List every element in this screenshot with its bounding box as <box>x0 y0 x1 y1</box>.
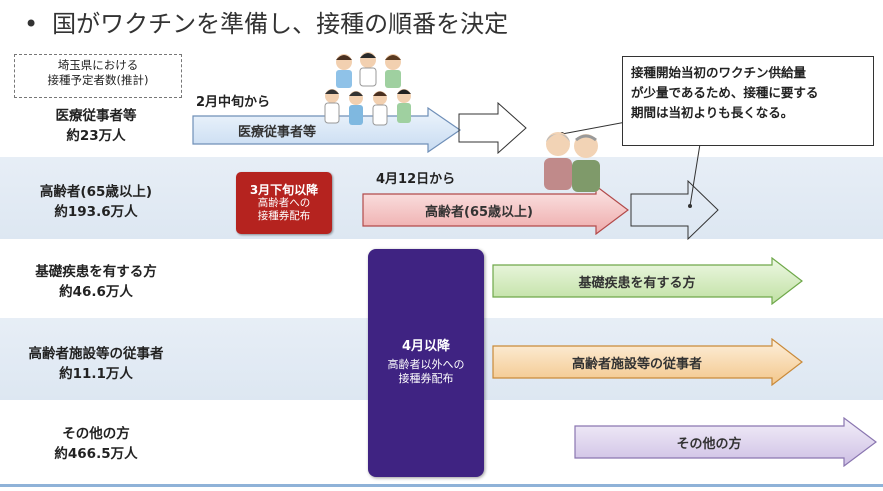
legend-line-1: 埼玉県における <box>57 58 139 72</box>
others-arrow-label: その他の方 <box>676 436 742 452</box>
elderly-figures <box>544 132 600 192</box>
phase-medical-start: 2月中旬から <box>196 95 271 110</box>
group-elderly-name: 高齢者(65歳以上) <box>39 184 153 200</box>
medical-staff-illustration <box>324 52 411 126</box>
medical-continuation-shape <box>458 102 527 154</box>
medical-arrow-continuation <box>458 102 528 154</box>
callout-line-3: 期間は当初よりも長くなる。 <box>631 105 794 120</box>
elderly-arrow-shape <box>362 185 629 235</box>
non-elderly-ticket-line-2: 接種券配布 <box>398 372 454 385</box>
group-others-count: 約466.5万人 <box>54 446 138 462</box>
non-elderly-ticket-line-1: 高齢者以外への <box>387 358 465 371</box>
elderly-ticket-line-1: 高齢者への <box>257 196 311 209</box>
title-bullet: • <box>24 10 39 38</box>
callout-pointer-line-top <box>561 121 627 135</box>
callout-pointer-line-bottom <box>689 143 701 207</box>
elderly-ticket-line-2: 接種券配布 <box>257 209 311 222</box>
medical-staff-figures <box>324 52 411 126</box>
elderly-couple-illustration <box>544 132 600 192</box>
group-medical-name: 医療従事者等 <box>55 108 137 124</box>
facility-arrow-label: 高齢者施設等の従事者 <box>571 356 702 372</box>
non-elderly-ticket-box: 4月以降 高齢者以外への 接種券配布 <box>368 249 484 477</box>
elderly-arrow: 高齢者(65歳以上) <box>362 185 630 235</box>
group-elderly: 高齢者(65歳以上) 約193.6万人 <box>6 182 186 222</box>
group-medical-count: 約23万人 <box>66 128 126 144</box>
legend-line-2: 接種予定者数(推計) <box>47 73 149 87</box>
callout-line-2: が少量であるため、接種に要する <box>631 85 819 100</box>
facility-arrow: 高齢者施設等の従事者 <box>492 338 804 386</box>
medical-arrow-label: 医療従事者等 <box>237 124 316 140</box>
group-facility-count: 約11.1万人 <box>59 366 133 382</box>
facility-arrow-shape <box>492 338 803 386</box>
others-arrow-shape <box>574 417 877 467</box>
callout-dot-2 <box>688 204 692 208</box>
group-facility-name: 高齢者施設等の従事者 <box>28 346 164 362</box>
group-underlying-name: 基礎疾患を有する方 <box>35 264 157 280</box>
underlying-arrow-label: 基礎疾患を有する方 <box>578 275 696 291</box>
supply-note-callout: 接種開始当初のワクチン供給量 が少量であるため、接種に要する 期間は当初よりも長… <box>622 56 874 146</box>
others-arrow: その他の方 <box>574 417 878 467</box>
underlying-arrow: 基礎疾患を有する方 <box>492 257 804 305</box>
non-elderly-ticket-heading: 4月以降 <box>401 339 451 354</box>
group-others: その他の方 約466.5万人 <box>6 424 186 464</box>
callout-line-1: 接種開始当初のワクチン供給量 <box>631 65 807 80</box>
title-text: 国がワクチンを準備し、接種の順番を決定 <box>52 10 509 38</box>
elderly-ticket-heading: 3月下旬以降 <box>249 182 319 197</box>
group-elderly-count: 約193.6万人 <box>54 204 138 220</box>
group-medical: 医療従事者等 約23万人 <box>6 106 186 146</box>
phase-elderly-start: 4月12日から <box>376 172 456 187</box>
bottom-rule <box>0 484 883 487</box>
medical-arrow-shape <box>192 107 462 153</box>
underlying-arrow-shape <box>492 257 803 305</box>
group-underlying-count: 約46.6万人 <box>59 284 133 300</box>
elderly-arrow-label: 高齢者(65歳以上) <box>425 204 533 220</box>
elderly-continuation-shape <box>630 180 719 240</box>
medical-arrow: 医療従事者等 <box>192 107 462 153</box>
elderly-arrow-continuation <box>630 180 720 240</box>
page-title: • 国がワクチンを準備し、接種の順番を決定 <box>24 4 624 44</box>
elderly-ticket-box: 3月下旬以降 高齢者への 接種券配布 <box>236 172 332 234</box>
legend-box: 埼玉県における 接種予定者数(推計) <box>14 54 182 98</box>
group-underlying: 基礎疾患を有する方 約46.6万人 <box>6 262 186 302</box>
callout-tail-2 <box>688 143 701 208</box>
group-others-name: その他の方 <box>62 426 130 442</box>
group-facility: 高齢者施設等の従事者 約11.1万人 <box>6 344 186 384</box>
